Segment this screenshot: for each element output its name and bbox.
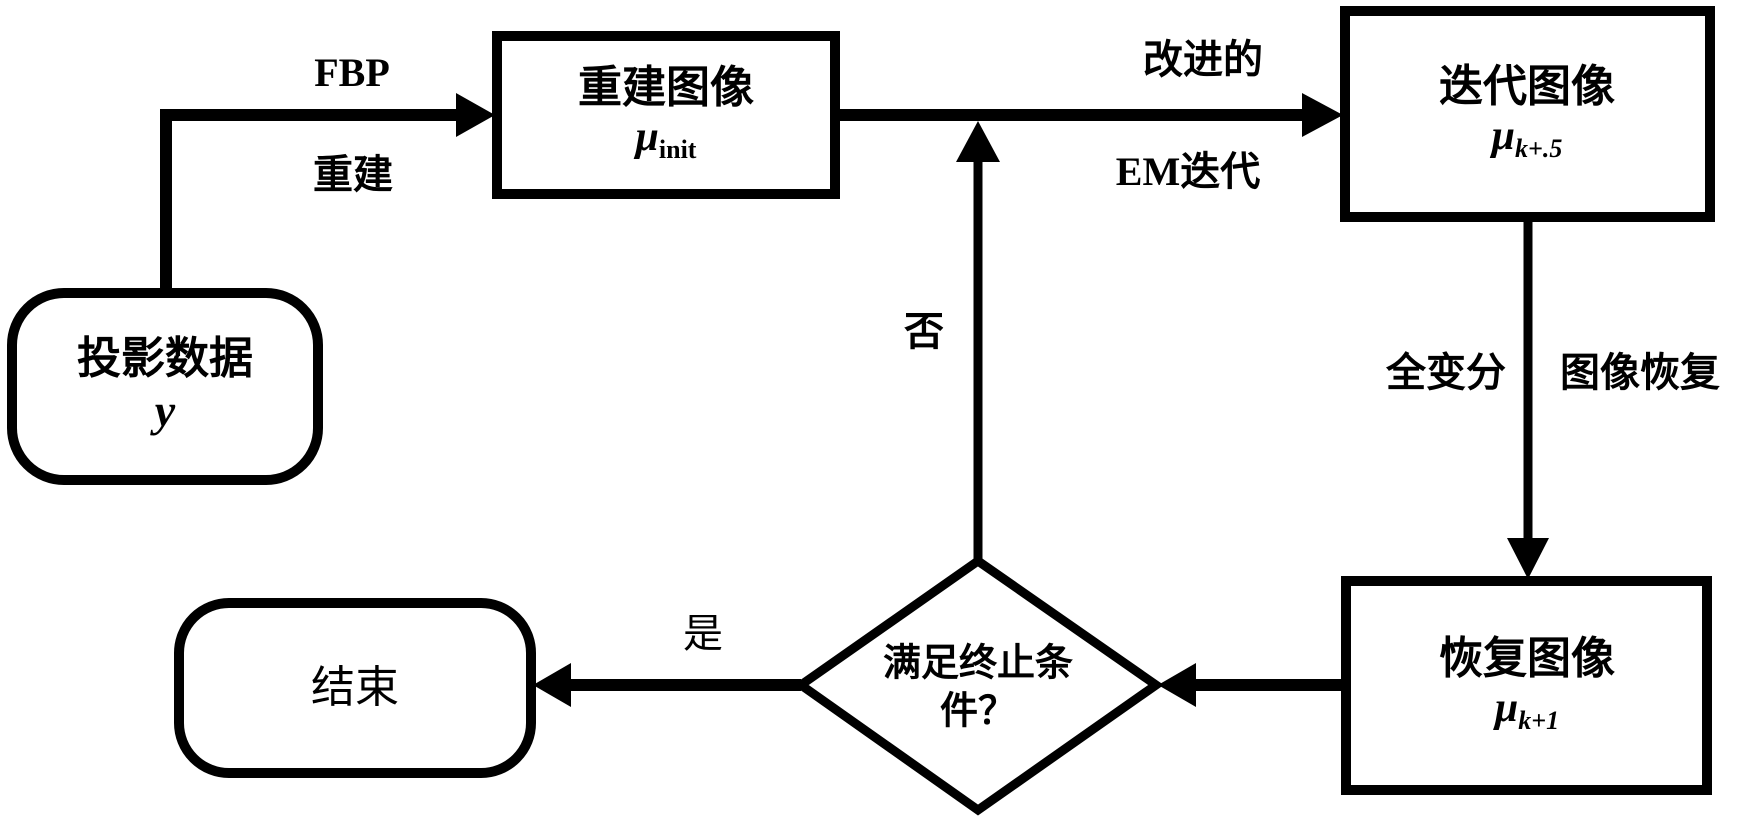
node-decision-text: 满足终止条件？ bbox=[882, 642, 1073, 733]
edge-no-label: 否 bbox=[904, 309, 944, 354]
arrowhead-yes bbox=[533, 663, 571, 707]
arrowhead-em bbox=[1302, 93, 1343, 137]
edge-yes-label: 是 bbox=[683, 611, 723, 656]
arrowhead-to-decision bbox=[1158, 663, 1196, 707]
node-iterated-symbol: μk+.5 bbox=[1439, 112, 1615, 165]
node-input-title: 投影数据 bbox=[77, 334, 253, 384]
node-reconstructed-title: 重建图像 bbox=[578, 63, 754, 113]
node-reconstructed-symbol: μinit bbox=[578, 113, 754, 166]
arrowhead-fbp bbox=[456, 93, 495, 137]
node-restored-title: 恢复图像 bbox=[1439, 634, 1615, 684]
edge-tv-right-label: 图像恢复 bbox=[1560, 350, 1720, 395]
symbol-subscript: k+1 bbox=[1518, 706, 1560, 736]
edge-em-top-label: 改进的 bbox=[1143, 37, 1263, 82]
symbol-subscript: init bbox=[658, 135, 697, 165]
symbol-mu: μ bbox=[1491, 113, 1516, 160]
node-end-title: 结束 bbox=[311, 662, 399, 712]
edge-fbp-bottom-label: 重建 bbox=[313, 152, 393, 197]
symbol-subscript: k+.5 bbox=[1515, 134, 1563, 164]
edge-em-bottom-label: EM迭代 bbox=[1115, 149, 1261, 194]
edge-fbp bbox=[160, 109, 462, 293]
arrowhead-tv bbox=[1507, 538, 1549, 579]
node-decision-shape bbox=[793, 555, 1164, 816]
node-restored-symbol: μk+1 bbox=[1439, 684, 1615, 737]
node-iterated-title: 迭代图像 bbox=[1439, 62, 1615, 112]
symbol-mu: μ bbox=[635, 114, 659, 161]
node-iterated: 迭代图像 μk+.5 bbox=[1439, 62, 1615, 165]
edge-tv-left-label: 全变分 bbox=[1386, 350, 1506, 395]
arrowhead-no bbox=[956, 121, 1000, 162]
node-end-shape bbox=[174, 598, 536, 778]
edge-fbp-top-label: FBP bbox=[314, 50, 390, 95]
node-restored: 恢复图像 μk+1 bbox=[1439, 634, 1615, 737]
symbol-mu: μ bbox=[1494, 685, 1519, 732]
node-input: 投影数据 y bbox=[77, 334, 253, 439]
node-input-symbol: y bbox=[154, 385, 176, 437]
node-reconstructed: 重建图像 μinit bbox=[578, 63, 754, 166]
